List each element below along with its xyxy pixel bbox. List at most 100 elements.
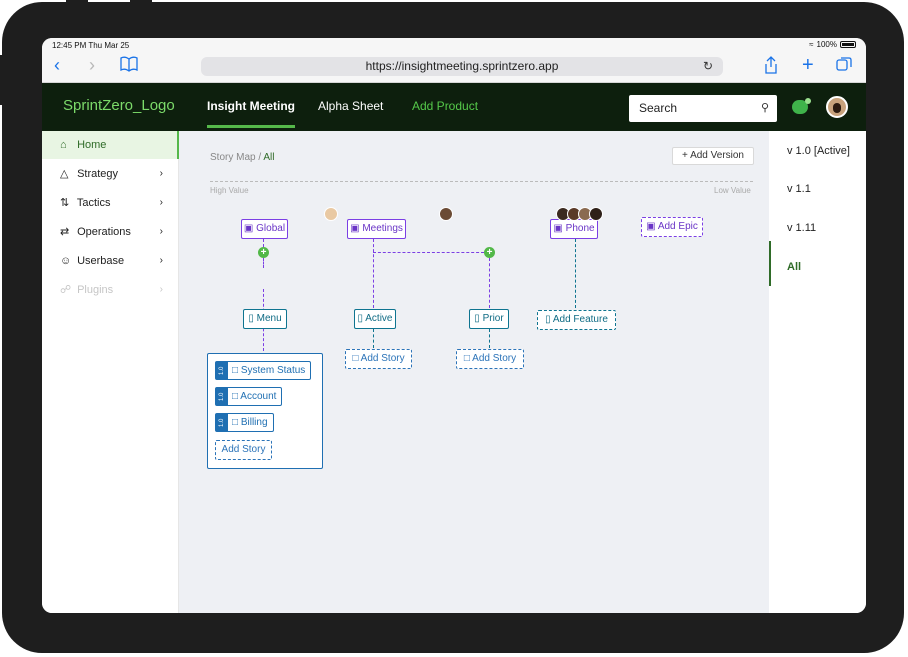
battery-icon <box>840 41 856 48</box>
home-icon: ⌂ <box>60 139 67 151</box>
sidebar: ⌂ Home △ Strategy › ⇅ Tactics › ⇄ Operat… <box>42 131 179 613</box>
share-icon[interactable] <box>764 56 778 77</box>
version-item[interactable]: v 1.1 <box>787 183 811 195</box>
browser-toolbar: 12:45 PM Thu Mar 25 ≈ 100% ‹ › https://i… <box>42 38 866 83</box>
url-text: https://insightmeeting.sprintzero.app <box>365 59 559 73</box>
chevron-right-icon: › <box>159 255 163 266</box>
sidebar-item-tactics[interactable]: ⇅ Tactics › <box>42 189 179 217</box>
search-placeholder: Search <box>639 101 678 115</box>
connector <box>373 252 484 253</box>
sidebar-item-label: Home <box>77 139 107 151</box>
story-card[interactable]: 1.0□ Billing <box>215 413 274 432</box>
version-panel: v 1.0 [Active] v 1.1 v 1.11 All <box>769 131 866 613</box>
bookmarks-icon[interactable] <box>120 56 138 76</box>
axis-low-label: Low Value <box>714 186 751 195</box>
sidebar-item-label: Operations <box>77 226 131 238</box>
feature-icon: ▯ <box>357 313 364 324</box>
new-tab-icon[interactable]: + <box>802 54 814 76</box>
story-version-badge: 1.0 <box>216 388 228 405</box>
add-story-button[interactable]: Add Story <box>215 440 272 460</box>
add-feature-button[interactable]: ▯ Add Feature <box>537 310 616 330</box>
tab-insight-meeting[interactable]: Insight Meeting <box>207 99 295 128</box>
add-story-button[interactable]: □ Add Story <box>345 349 412 369</box>
sidebar-item-plugins: ☍ Plugins › <box>42 276 179 304</box>
feature-icon: ▯ <box>248 313 254 324</box>
chevron-right-icon: › <box>159 284 163 295</box>
add-feature-plus-icon[interactable]: + <box>258 247 269 258</box>
tab-add-product[interactable]: Add Product <box>412 99 479 113</box>
power-button <box>0 55 4 105</box>
breadcrumb-root[interactable]: Story Map <box>210 152 256 163</box>
add-epic-button[interactable]: ▣ Add Epic <box>641 217 703 237</box>
chevron-right-icon: › <box>159 197 163 208</box>
version-item[interactable]: v 1.0 [Active] <box>787 145 850 157</box>
feature-icon: ▯ <box>474 313 480 324</box>
breadcrumb: Story Map / All <box>210 152 275 163</box>
sidebar-item-label: Tactics <box>76 197 111 209</box>
feature-card-menu[interactable]: ▯ Menu <box>243 309 287 329</box>
version-active-indicator <box>769 241 771 286</box>
plugins-icon: ☍ <box>60 284 72 296</box>
epic-icon: ▣ <box>646 221 656 232</box>
userbase-icon: ☺ <box>60 255 72 267</box>
search-input[interactable]: Search ⚲ <box>629 95 777 122</box>
add-story-button[interactable]: □ Add Story <box>456 349 524 369</box>
volume-button <box>130 0 152 4</box>
story-list: 1.0□ System Status 1.0□ Account 1.0□ Bil… <box>207 353 323 469</box>
sidebar-item-label: Plugins <box>77 284 114 296</box>
story-icon: □ <box>232 391 239 402</box>
feature-card-prior[interactable]: ▯ Prior <box>469 309 509 329</box>
status-time: 12:45 PM Thu Mar 25 <box>52 41 130 50</box>
story-icon: □ <box>463 353 470 364</box>
sidebar-item-label: Userbase <box>77 255 125 267</box>
chevron-right-icon: › <box>159 168 163 179</box>
sidebar-item-strategy[interactable]: △ Strategy › <box>42 160 179 188</box>
plus-icon: + <box>681 150 688 161</box>
user-avatar[interactable] <box>826 96 848 118</box>
screen: 12:45 PM Thu Mar 25 ≈ 100% ‹ › https://i… <box>42 38 866 613</box>
feature-card-active[interactable]: ▯ Active <box>354 309 396 329</box>
chevron-right-icon: › <box>159 226 163 237</box>
connector <box>263 239 264 247</box>
avatar <box>589 207 603 221</box>
story-version-badge: 1.0 <box>216 362 228 379</box>
back-icon[interactable]: ‹ <box>54 55 60 75</box>
forward-icon[interactable]: › <box>89 55 95 75</box>
sidebar-item-operations[interactable]: ⇄ Operations › <box>42 218 179 246</box>
chat-icon[interactable] <box>792 98 811 114</box>
connector <box>489 329 490 348</box>
add-feature-plus-icon[interactable]: + <box>484 247 495 258</box>
epic-icon: ▣ <box>243 223 254 234</box>
connector <box>373 239 374 308</box>
tab-alpha-sheet[interactable]: Alpha Sheet <box>318 99 384 113</box>
tactics-icon: ⇅ <box>60 197 70 209</box>
sidebar-item-home[interactable]: ⌂ Home <box>42 131 179 159</box>
reload-icon[interactable]: ↻ <box>702 59 713 73</box>
avatar <box>439 207 453 221</box>
url-bar[interactable]: https://insightmeeting.sprintzero.app ↻ <box>201 57 723 76</box>
connector <box>263 258 264 268</box>
story-card[interactable]: 1.0□ System Status <box>215 361 312 380</box>
sidebar-item-label: Strategy <box>77 168 119 180</box>
search-icon[interactable]: ⚲ <box>760 102 769 114</box>
epic-card-meetings[interactable]: ▣ Meetings <box>347 219 406 239</box>
story-icon: □ <box>352 353 359 364</box>
volume-button <box>66 0 88 4</box>
story-map-canvas: Story Map / All + Add Version High Value… <box>179 131 769 613</box>
epic-card-global[interactable]: ▣ Global <box>241 219 288 239</box>
epic-icon: ▣ <box>553 223 563 234</box>
operations-icon: ⇄ <box>60 226 70 238</box>
sidebar-item-userbase[interactable]: ☺ Userbase › <box>42 247 179 275</box>
wifi-icon: ≈ <box>809 40 814 49</box>
add-version-button[interactable]: + Add Version <box>672 147 754 165</box>
story-card[interactable]: 1.0□ Account <box>215 387 283 406</box>
story-icon: □ <box>232 365 239 376</box>
axis-high-label: High Value <box>210 186 249 195</box>
epic-card-phone[interactable]: ▣ Phone <box>550 219 598 239</box>
strategy-icon: △ <box>60 168 69 180</box>
story-icon: □ <box>232 417 239 428</box>
tabs-icon[interactable] <box>836 56 852 75</box>
app-logo[interactable]: SprintZero_Logo <box>63 97 175 114</box>
version-item[interactable]: v 1.11 <box>787 222 817 234</box>
version-item[interactable]: All <box>787 261 802 273</box>
